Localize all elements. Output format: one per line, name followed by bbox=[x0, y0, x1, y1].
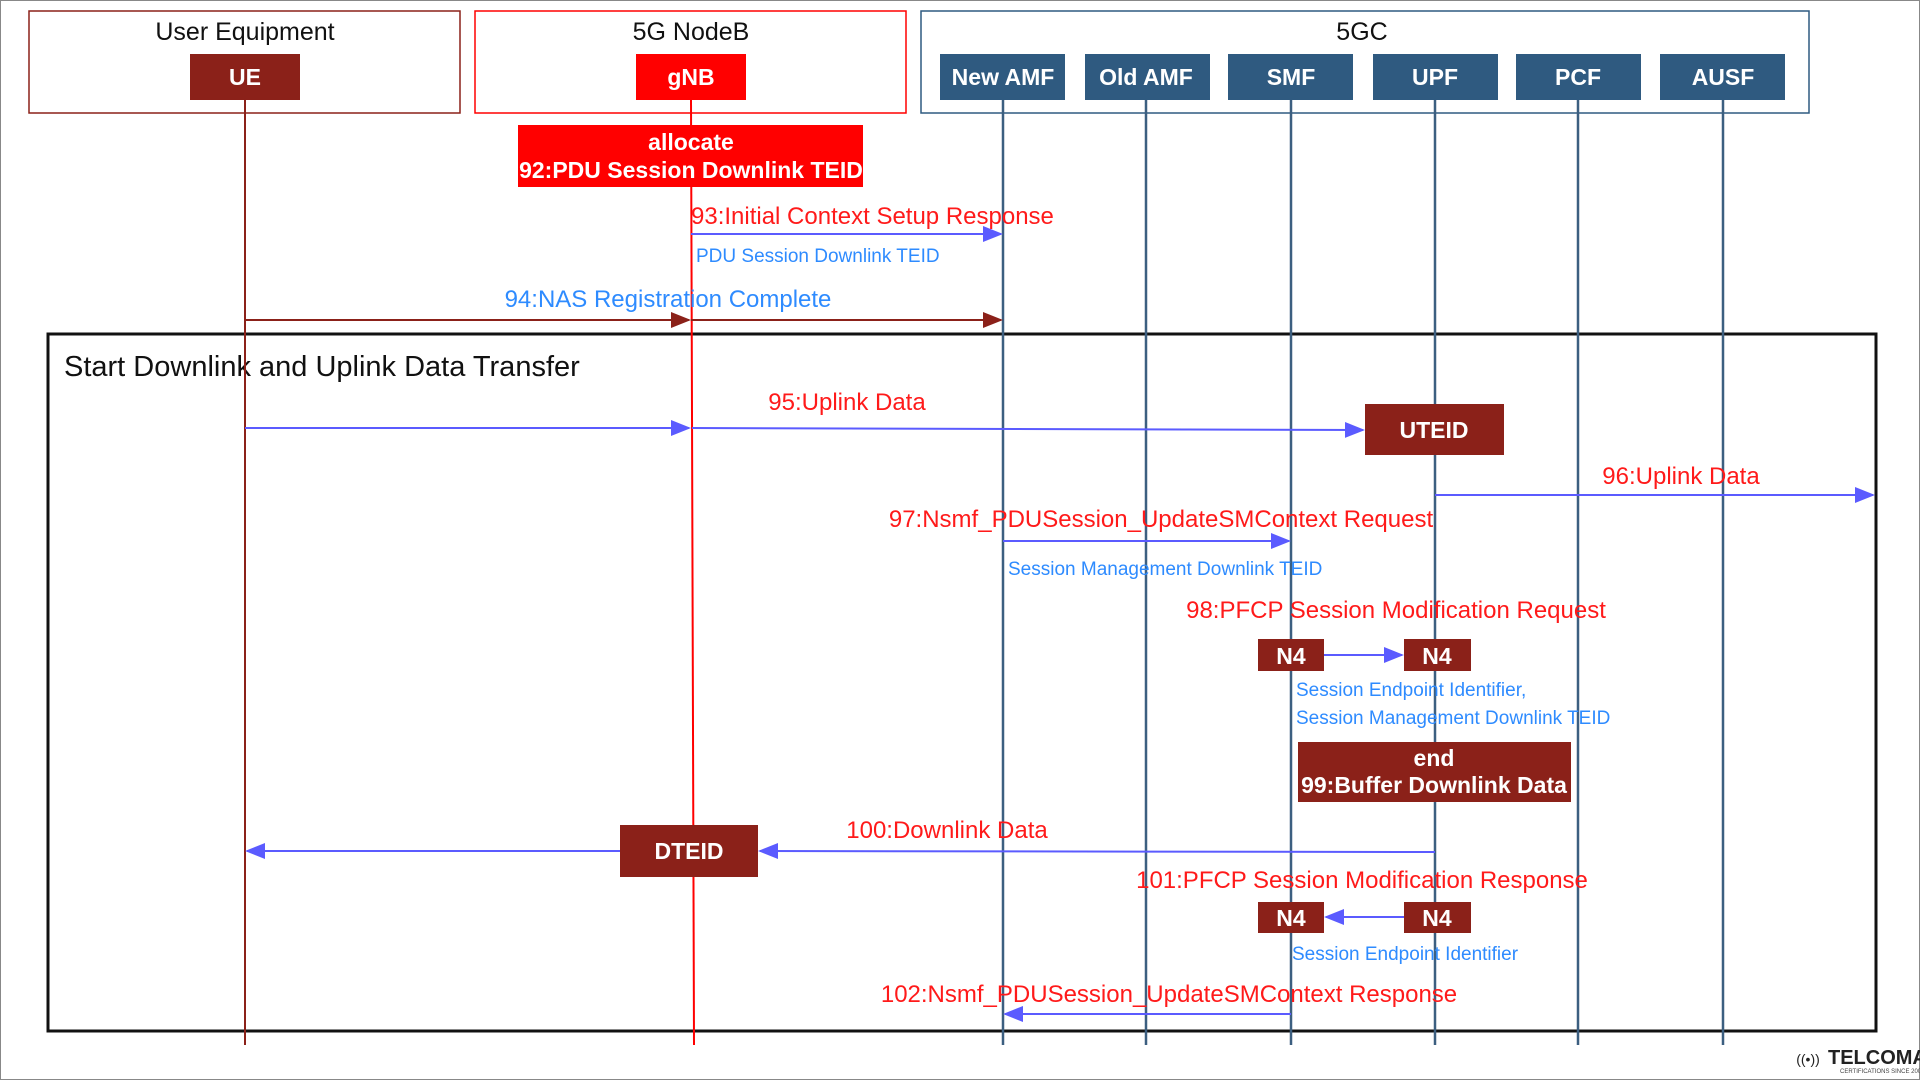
message-97-sublabel: Session Management Downlink TEID bbox=[1008, 559, 1322, 580]
group-label-5gc: 5GC bbox=[1336, 18, 1387, 46]
lifeline-gnb bbox=[690, 99, 695, 1046]
telcoma-logo: ((•)) TELCOMA CERTIFICATIONS SINCE 2009 bbox=[1796, 1047, 1920, 1075]
group-label-gnb: 5G NodeB bbox=[633, 18, 750, 46]
data-transfer-frame bbox=[46, 332, 1878, 1033]
message-95-arrow-upf bbox=[691, 421, 1365, 438]
message-98-sublabel-1: Session Endpoint Identifier, bbox=[1296, 680, 1526, 701]
note-end bbox=[1298, 742, 1571, 802]
n4-smf-box-2 bbox=[1258, 902, 1324, 933]
logo-tagline: CERTIFICATIONS SINCE 2009 bbox=[1840, 1069, 1920, 1075]
note-dteid bbox=[620, 825, 758, 877]
note-end-line2: 99:Buffer Downlink Data bbox=[1301, 772, 1567, 798]
participant-ausf-label: AUSF bbox=[1692, 64, 1755, 90]
participant-pcf bbox=[1516, 54, 1641, 100]
n4-upf-label-2: N4 bbox=[1422, 905, 1452, 931]
message-102-label: 102:Nsmf_PDUSession_UpdateSMContext Resp… bbox=[881, 981, 1457, 1008]
note-allocate bbox=[518, 125, 863, 187]
participant-ue bbox=[190, 54, 300, 100]
note-dteid-label: DTEID bbox=[655, 838, 724, 864]
signal-icon: ((•)) bbox=[1796, 1051, 1820, 1067]
participant-gnb bbox=[636, 54, 746, 100]
note-allocate-line1: allocate bbox=[648, 129, 734, 155]
participant-old-amf-label: Old AMF bbox=[1099, 64, 1193, 90]
participant-old-amf bbox=[1085, 54, 1210, 100]
message-100-label: 100:Downlink Data bbox=[846, 817, 1048, 844]
note-allocate-line2: 92:PDU Session Downlink TEID bbox=[519, 157, 863, 183]
participant-smf-label: SMF bbox=[1267, 64, 1316, 90]
message-98-label: 98:PFCP Session Modification Request bbox=[1186, 597, 1606, 624]
message-96-label: 96:Uplink Data bbox=[1602, 463, 1760, 490]
message-94-label: 94:NAS Registration Complete bbox=[505, 286, 832, 313]
group-label-ue: User Equipment bbox=[155, 18, 334, 46]
message-101-sublabel: Session Endpoint Identifier bbox=[1292, 944, 1519, 965]
group-5gc bbox=[920, 10, 1810, 114]
n4-smf-box bbox=[1258, 639, 1324, 671]
n4-upf-box-2 bbox=[1404, 902, 1471, 933]
message-95-label: 95:Uplink Data bbox=[768, 389, 926, 416]
n4-smf-label-2: N4 bbox=[1276, 905, 1306, 931]
message-100-arrow-gnb bbox=[758, 843, 1436, 860]
participant-pcf-label: PCF bbox=[1555, 64, 1601, 90]
n4-smf-label: N4 bbox=[1276, 643, 1306, 669]
n4-upf-box bbox=[1404, 639, 1471, 671]
participant-new-amf bbox=[940, 54, 1065, 100]
note-end-line1: end bbox=[1414, 745, 1455, 771]
participant-ausf bbox=[1660, 54, 1785, 100]
note-uteid bbox=[1365, 404, 1504, 455]
participant-smf bbox=[1228, 54, 1353, 100]
n4-upf-label: N4 bbox=[1422, 643, 1452, 669]
message-98-sublabel-2: Session Management Downlink TEID bbox=[1296, 708, 1610, 729]
participant-upf-label: UPF bbox=[1412, 64, 1458, 90]
frame-title: Start Downlink and Uplink Data Transfer bbox=[64, 351, 580, 383]
message-101-label: 101:PFCP Session Modification Response bbox=[1136, 867, 1588, 894]
participant-upf bbox=[1373, 54, 1498, 100]
participant-new-amf-label: New AMF bbox=[952, 64, 1055, 90]
logo-name: TELCOMA bbox=[1828, 1047, 1920, 1069]
message-93-label: 93:Initial Context Setup Response bbox=[691, 203, 1054, 230]
message-97-label: 97:Nsmf_PDUSession_UpdateSMContext Reque… bbox=[889, 506, 1434, 533]
participant-gnb-label: gNB bbox=[667, 64, 714, 90]
note-uteid-label: UTEID bbox=[1400, 417, 1469, 443]
participant-ue-label: UE bbox=[229, 64, 261, 90]
message-93-sublabel: PDU Session Downlink TEID bbox=[696, 246, 940, 267]
